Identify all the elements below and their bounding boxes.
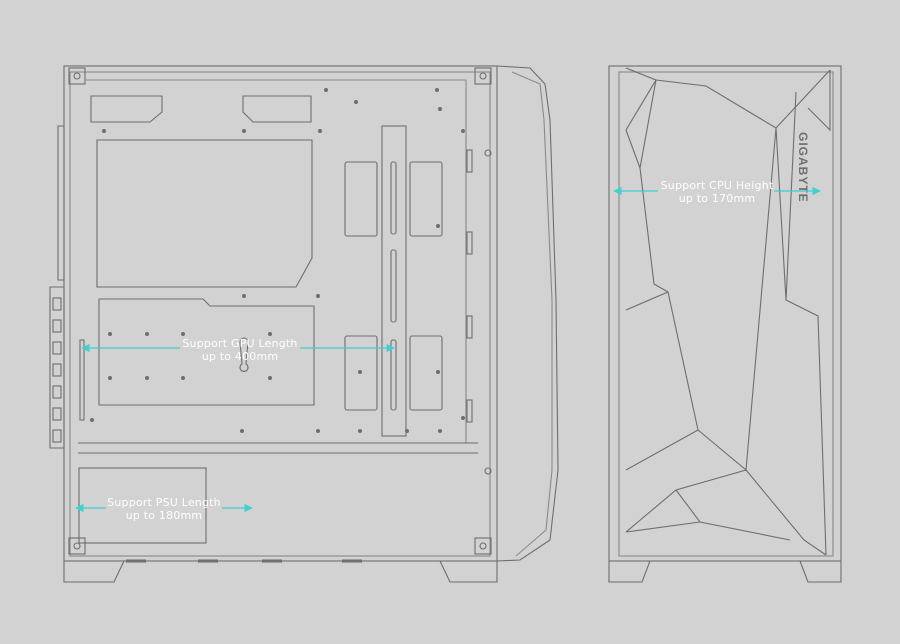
side-view xyxy=(49,65,559,583)
front-foot-right xyxy=(799,560,842,583)
front-view: GIGABYTE xyxy=(608,65,842,583)
cpu-label-line2: up to 170mm xyxy=(678,192,756,205)
rear-io-panel xyxy=(57,125,65,281)
motherboard-tray xyxy=(86,79,467,444)
psu-label-line1: Support PSU Length xyxy=(107,496,221,509)
rail-slot-mid xyxy=(390,249,397,323)
front-case-outline xyxy=(608,65,842,562)
gpu-label-line1: Support GPU Length xyxy=(182,337,298,350)
lower-plate xyxy=(98,298,315,406)
edge-slots xyxy=(466,149,492,475)
cpu-height-label: Support CPU Height up to 170mm xyxy=(657,179,777,205)
rear-expansion-bracket xyxy=(49,286,65,449)
drive-pad-1 xyxy=(344,161,378,237)
rail-slot-top xyxy=(390,161,397,235)
gpu-label-line2: up to 400mm xyxy=(201,350,279,363)
psu-label-line2: up to 180mm xyxy=(125,509,203,522)
cpu-cutout xyxy=(96,139,313,288)
standoff-holes xyxy=(90,88,465,433)
top-cutout-right xyxy=(242,95,312,123)
front-bezel xyxy=(496,65,559,562)
front-foot xyxy=(439,560,498,583)
top-cutout-left xyxy=(90,95,163,123)
drive-pad-4 xyxy=(409,335,443,411)
front-panel-inner xyxy=(618,71,834,557)
gigabyte-logo-text: GIGABYTE xyxy=(796,132,810,203)
mount-keyhole xyxy=(239,337,249,372)
drive-pad-2 xyxy=(409,161,443,237)
corner-brackets xyxy=(68,67,492,555)
rail-slot-bottom xyxy=(390,339,397,411)
gigabyte-logo: GIGABYTE xyxy=(796,132,810,203)
rear-foot xyxy=(63,560,125,583)
annotations xyxy=(75,186,821,513)
front-foot-left xyxy=(608,560,651,583)
front-facets xyxy=(625,67,831,556)
expansion-slots xyxy=(52,297,85,443)
cable-rail xyxy=(381,125,407,437)
drive-pad-3 xyxy=(344,335,378,411)
side-inner-frame xyxy=(69,71,491,557)
cpu-label-line1: Support CPU Height xyxy=(660,179,774,192)
front-bezel-inner xyxy=(511,71,553,557)
psu-length-label: Support PSU Length up to 180mm xyxy=(104,496,224,522)
gpu-length-label: Support GPU Length up to 400mm xyxy=(180,337,300,363)
